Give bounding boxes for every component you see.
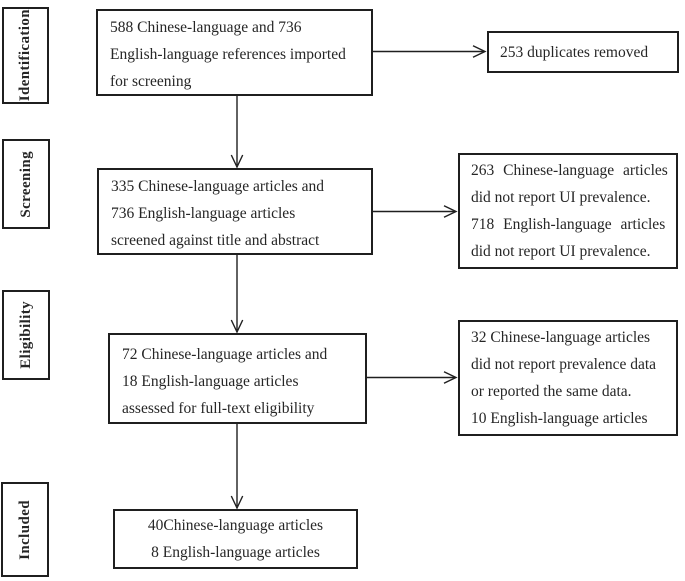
exclusion-box-text-line: did not report UI prevalence. xyxy=(471,189,651,206)
exclusion-box-text-line: or reported the same data. xyxy=(471,383,632,400)
flow-box-text-line: screened against title and abstract xyxy=(111,232,320,249)
stage-label-screening: Screening xyxy=(17,150,34,218)
arrow-assessed-to-included xyxy=(230,424,244,510)
exclusion-box-screening: 263 Chinese-language articles did not re… xyxy=(458,153,678,269)
exclusion-box-text-line: 263 Chinese-language articles xyxy=(471,162,668,179)
arrow-assessed-to-excluded xyxy=(367,371,458,384)
stage-box-identification: Identification xyxy=(2,7,49,104)
flow-box-text-line: English-language references imported xyxy=(110,46,346,63)
arrow-imported-to-duplicates xyxy=(373,45,487,58)
flow-box-text-line: for screening xyxy=(110,73,192,90)
exclusion-box-text-line: did not report UI prevalence. xyxy=(471,243,651,260)
stage-box-included: Included xyxy=(1,482,49,577)
flow-box-full-text-assessed: 72 Chinese-language articles and 18 Engl… xyxy=(108,333,367,424)
exclusion-box-duplicates: 253 duplicates removed xyxy=(487,31,679,73)
flow-box-text-line: 40Chinese-language articles xyxy=(147,517,324,534)
flow-box-text-line: 72 Chinese-language articles and xyxy=(122,346,328,363)
stage-box-screening: Screening xyxy=(2,139,50,229)
stage-label-eligibility: Eligibility xyxy=(17,301,34,369)
flow-box-text-line: 8 English-language articles xyxy=(151,544,320,561)
arrow-imported-to-screened xyxy=(230,96,244,169)
stage-box-eligibility: Eligibility xyxy=(2,290,50,380)
flow-box-references-imported: 588 Chinese-language and 736 English-lan… xyxy=(96,9,373,96)
exclusion-box-text-line: 718 English-language articles xyxy=(471,216,666,233)
exclusion-box-text-line: 32 Chinese-language articles xyxy=(471,329,651,346)
exclusion-box-text-line: did not report prevalence data xyxy=(471,356,657,373)
exclusion-box-text-line: 253 duplicates removed xyxy=(500,43,649,61)
flow-box-text-line: 588 Chinese-language and 736 xyxy=(110,19,302,36)
flow-box-text-line: 18 English-language articles xyxy=(122,373,299,390)
exclusion-box-text-line: 10 English-language articles xyxy=(471,410,648,427)
flow-box-text-line: assessed for full-text eligibility xyxy=(122,400,315,417)
flow-box-screened: 335 Chinese-language articles and 736 En… xyxy=(97,168,373,255)
stage-label-included: Included xyxy=(16,499,33,560)
exclusion-box-eligibility: 32 Chinese-language articles did not rep… xyxy=(458,320,678,436)
flow-box-text-line: 335 Chinese-language articles and xyxy=(111,178,325,195)
flow-box-text-line: 736 English-language articles xyxy=(111,205,296,222)
arrow-screened-to-excluded xyxy=(373,205,458,218)
arrow-screened-to-assessed xyxy=(230,255,244,334)
stage-label-identification: Identification xyxy=(17,9,33,102)
flow-box-included-articles: 40Chinese-language articles 8 English-la… xyxy=(113,509,358,569)
